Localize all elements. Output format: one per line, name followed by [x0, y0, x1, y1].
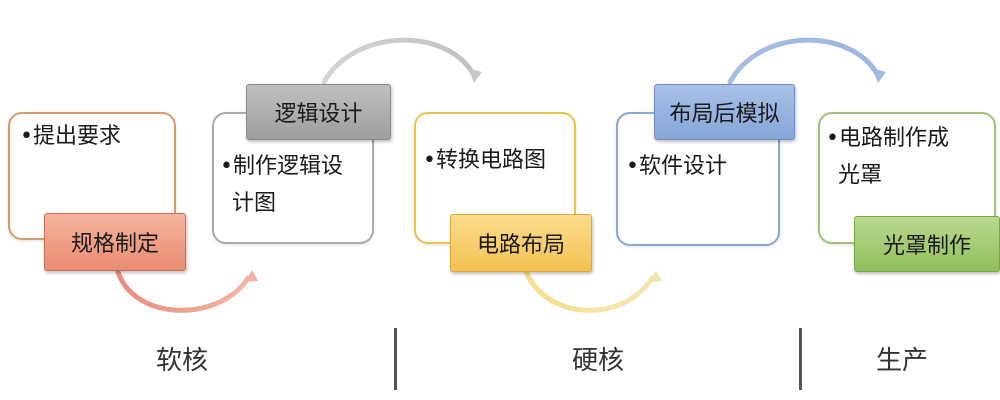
phase-divider-1 [394, 328, 397, 390]
stage-text-1: •提出要求 [20, 118, 121, 155]
phase-label-soft-core: 软核 [155, 346, 208, 376]
phase-label-hard-core: 硬核 [571, 346, 624, 376]
connector-arrow-1 [245, 270, 258, 282]
stage-label-3: 电路布局 [450, 214, 592, 272]
stage-text-5: •电路制作成 光罩 [826, 120, 949, 194]
stage-label-2: 逻辑设计 [246, 84, 391, 140]
connector-arc-4 [727, 37, 879, 85]
stage-text-4: •软件设计 [626, 148, 727, 185]
stage-text-line: 光罩 [838, 163, 883, 188]
stage-text-line: •制作逻辑设 [220, 154, 343, 179]
connector-arrow-4 [872, 68, 886, 83]
stage-label-5: 光罩制作 [854, 216, 1000, 272]
stage-text-line: 计图 [232, 191, 277, 216]
stage-label-1: 规格制定 [44, 213, 186, 271]
stage-text-line: •软件设计 [626, 154, 727, 179]
stage-label-4: 布局后模拟 [654, 84, 795, 140]
connector-arc-3 [523, 269, 655, 313]
connector-arc-1 [115, 269, 251, 313]
connector-arrow-2 [468, 68, 482, 83]
phase-divider-2 [799, 328, 802, 390]
stage-text-2: •制作逻辑设 计图 [220, 148, 343, 222]
connector-arrow-3 [649, 270, 662, 282]
phase-label-production: 生产 [875, 346, 928, 376]
stage-text-line: •提出要求 [20, 124, 121, 149]
stage-text-line: •电路制作成 [826, 126, 949, 151]
connector-arc-2 [321, 37, 475, 85]
stage-text-line: •转换电路图 [423, 148, 546, 173]
stage-text-3: •转换电路图 [423, 142, 546, 179]
